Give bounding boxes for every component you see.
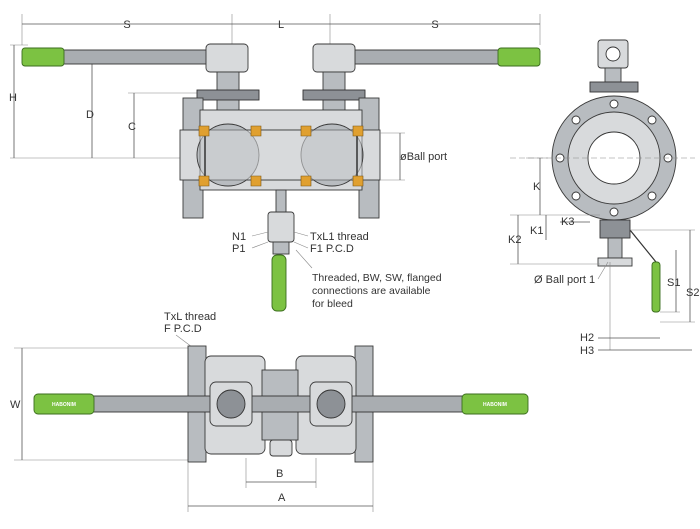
handle-grip-top-right [461,393,529,415]
side-bleed-body [599,219,631,239]
seat-icon [352,175,364,187]
handle-bar-right [351,49,503,65]
leader-line [597,261,609,280]
handle-bar-top [69,395,491,413]
note-line-3: for bleed [312,298,353,310]
label-l: L [278,19,284,31]
label-p1: P1 [232,243,245,255]
gland-left [196,89,260,101]
seat-icon [198,125,210,137]
leader-line [251,241,269,249]
label-k: K [533,181,541,193]
bleed-nut [272,241,290,255]
label-k2: K2 [508,234,521,246]
label-w: W [10,399,21,411]
handle-grip-left [21,47,65,67]
seat-icon [300,125,312,137]
label-ball-port-1: Ø Ball port 1 [534,274,595,286]
leader-line [295,249,313,269]
side-bleed-stem [607,237,623,259]
handle-head-right [312,43,356,73]
label-d: D [86,109,94,121]
side-bleed-lever [629,229,657,263]
label-txl1: TxL1 thread [310,231,369,243]
label-f1: F1 P.C.D [310,243,354,255]
handle-grip-right [497,47,541,67]
label-a: A [278,492,286,504]
label-s-right: S [431,19,438,31]
label-f: F P.C.D [164,323,202,335]
bore-overlay [199,129,363,181]
label-k1: K1 [530,225,543,237]
leader-line [251,231,269,237]
bleed-handle [271,254,287,312]
brand-label-left: HABONIM [52,402,76,408]
bleed-pipe [269,439,293,457]
label-h2: H2 [580,332,594,344]
label-ball-port: øBall port [400,151,447,163]
stem-cap-left [216,389,246,419]
label-txl: TxL thread [164,311,216,323]
label-h: H [9,92,17,104]
label-s-left: S [123,19,130,31]
top-view: TxL thread F P.C.D W HABONIM HABONIM B [10,311,529,512]
brand-label-right: HABONIM [483,402,507,408]
handle-head-left [205,43,249,73]
seat-icon [198,175,210,187]
side-bleed-grip [651,261,661,313]
note-line-1: Threaded, BW, SW, flanged [312,272,442,284]
mount-plate [589,81,639,93]
seat-icon [300,175,312,187]
label-s1: S1 [667,277,680,289]
handle-grip-top-left [33,393,95,415]
label-c: C [128,121,136,133]
stem-cap-right [316,389,346,419]
bolt-hole [571,191,581,201]
label-b: B [276,468,283,480]
bleed-stem [275,189,287,213]
note-line-2: connections are available [312,285,431,297]
bolt-hole [647,191,657,201]
actuator-indicator [605,46,621,62]
label-s2: S2 [686,287,699,299]
label-n1: N1 [232,231,246,243]
gland-right [302,89,366,101]
bleed-body [267,211,295,243]
label-h3: H3 [580,345,594,357]
bolt-hole [609,99,619,109]
bolt-hole [647,115,657,125]
seat-icon [352,125,364,137]
seat-icon [250,125,262,137]
handle-bar-left [59,49,211,65]
front-view: S L S H D C [9,14,541,312]
side-view: K K1 K3 K2 Ø Ball port 1 S1 S2 H2 H3 [508,39,699,357]
leader-line [293,231,309,237]
bolt-hole [571,115,581,125]
seat-icon [250,175,262,187]
label-k3: K3 [561,216,574,228]
actuator-neck [604,67,622,83]
leader-line [293,241,309,249]
side-bleed-cap [597,257,633,267]
bolt-hole [609,207,619,217]
